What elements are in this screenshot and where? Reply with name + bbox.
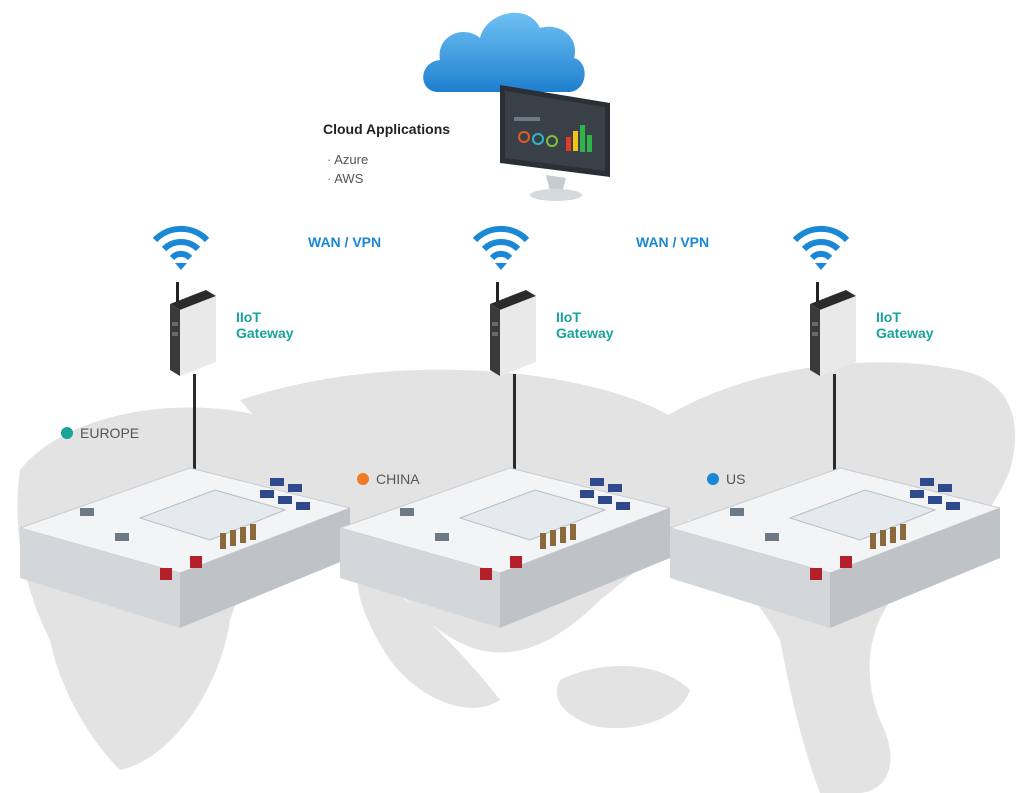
cloud-applications-list: Azure AWS (327, 150, 368, 188)
factory-illustration (20, 467, 350, 628)
wifi-icon (472, 225, 530, 270)
factory-illustration (340, 467, 670, 628)
region-label: US (726, 471, 746, 487)
region-dot (357, 473, 369, 485)
region-us: US (707, 471, 745, 487)
gateway-label-line2: Gateway (236, 325, 294, 341)
region-dot (61, 427, 73, 439)
cloud-icon (423, 12, 585, 92)
gateway-label-line1: IIoT (236, 309, 261, 325)
wifi-icon (152, 225, 210, 270)
wan-vpn-label: WAN / VPN (308, 234, 382, 250)
wan-vpn-label: WAN / VPN (636, 234, 710, 250)
wifi-icon (792, 225, 850, 270)
gateway-cable (193, 374, 196, 492)
gateway-label: IIoT Gateway (876, 309, 934, 341)
factory-illustration (670, 467, 1000, 628)
dashboard-monitor (500, 85, 610, 201)
region-dot (707, 473, 719, 485)
region-china: CHINA (357, 471, 420, 487)
gateway-label-line1: IIoT (556, 309, 581, 325)
gateway-label: IIoT Gateway (236, 309, 294, 341)
gateway-cable (513, 374, 516, 492)
region-label: CHINA (376, 471, 420, 487)
gateway-device (170, 282, 216, 376)
cloud-applications-title: Cloud Applications (323, 121, 451, 137)
gateway-label-line1: IIoT (876, 309, 901, 325)
gateway-cable (833, 374, 836, 474)
gateway-device (490, 282, 536, 376)
region-europe: EUROPE (61, 425, 139, 441)
gateway-label-line2: Gateway (876, 325, 934, 341)
cloud-item: Azure (327, 150, 368, 169)
gateway-label-line2: Gateway (556, 325, 614, 341)
region-label: EUROPE (80, 425, 140, 441)
gateway-label: IIoT Gateway (556, 309, 614, 341)
cloud-item: AWS (327, 169, 368, 188)
gateway-device (810, 282, 856, 376)
